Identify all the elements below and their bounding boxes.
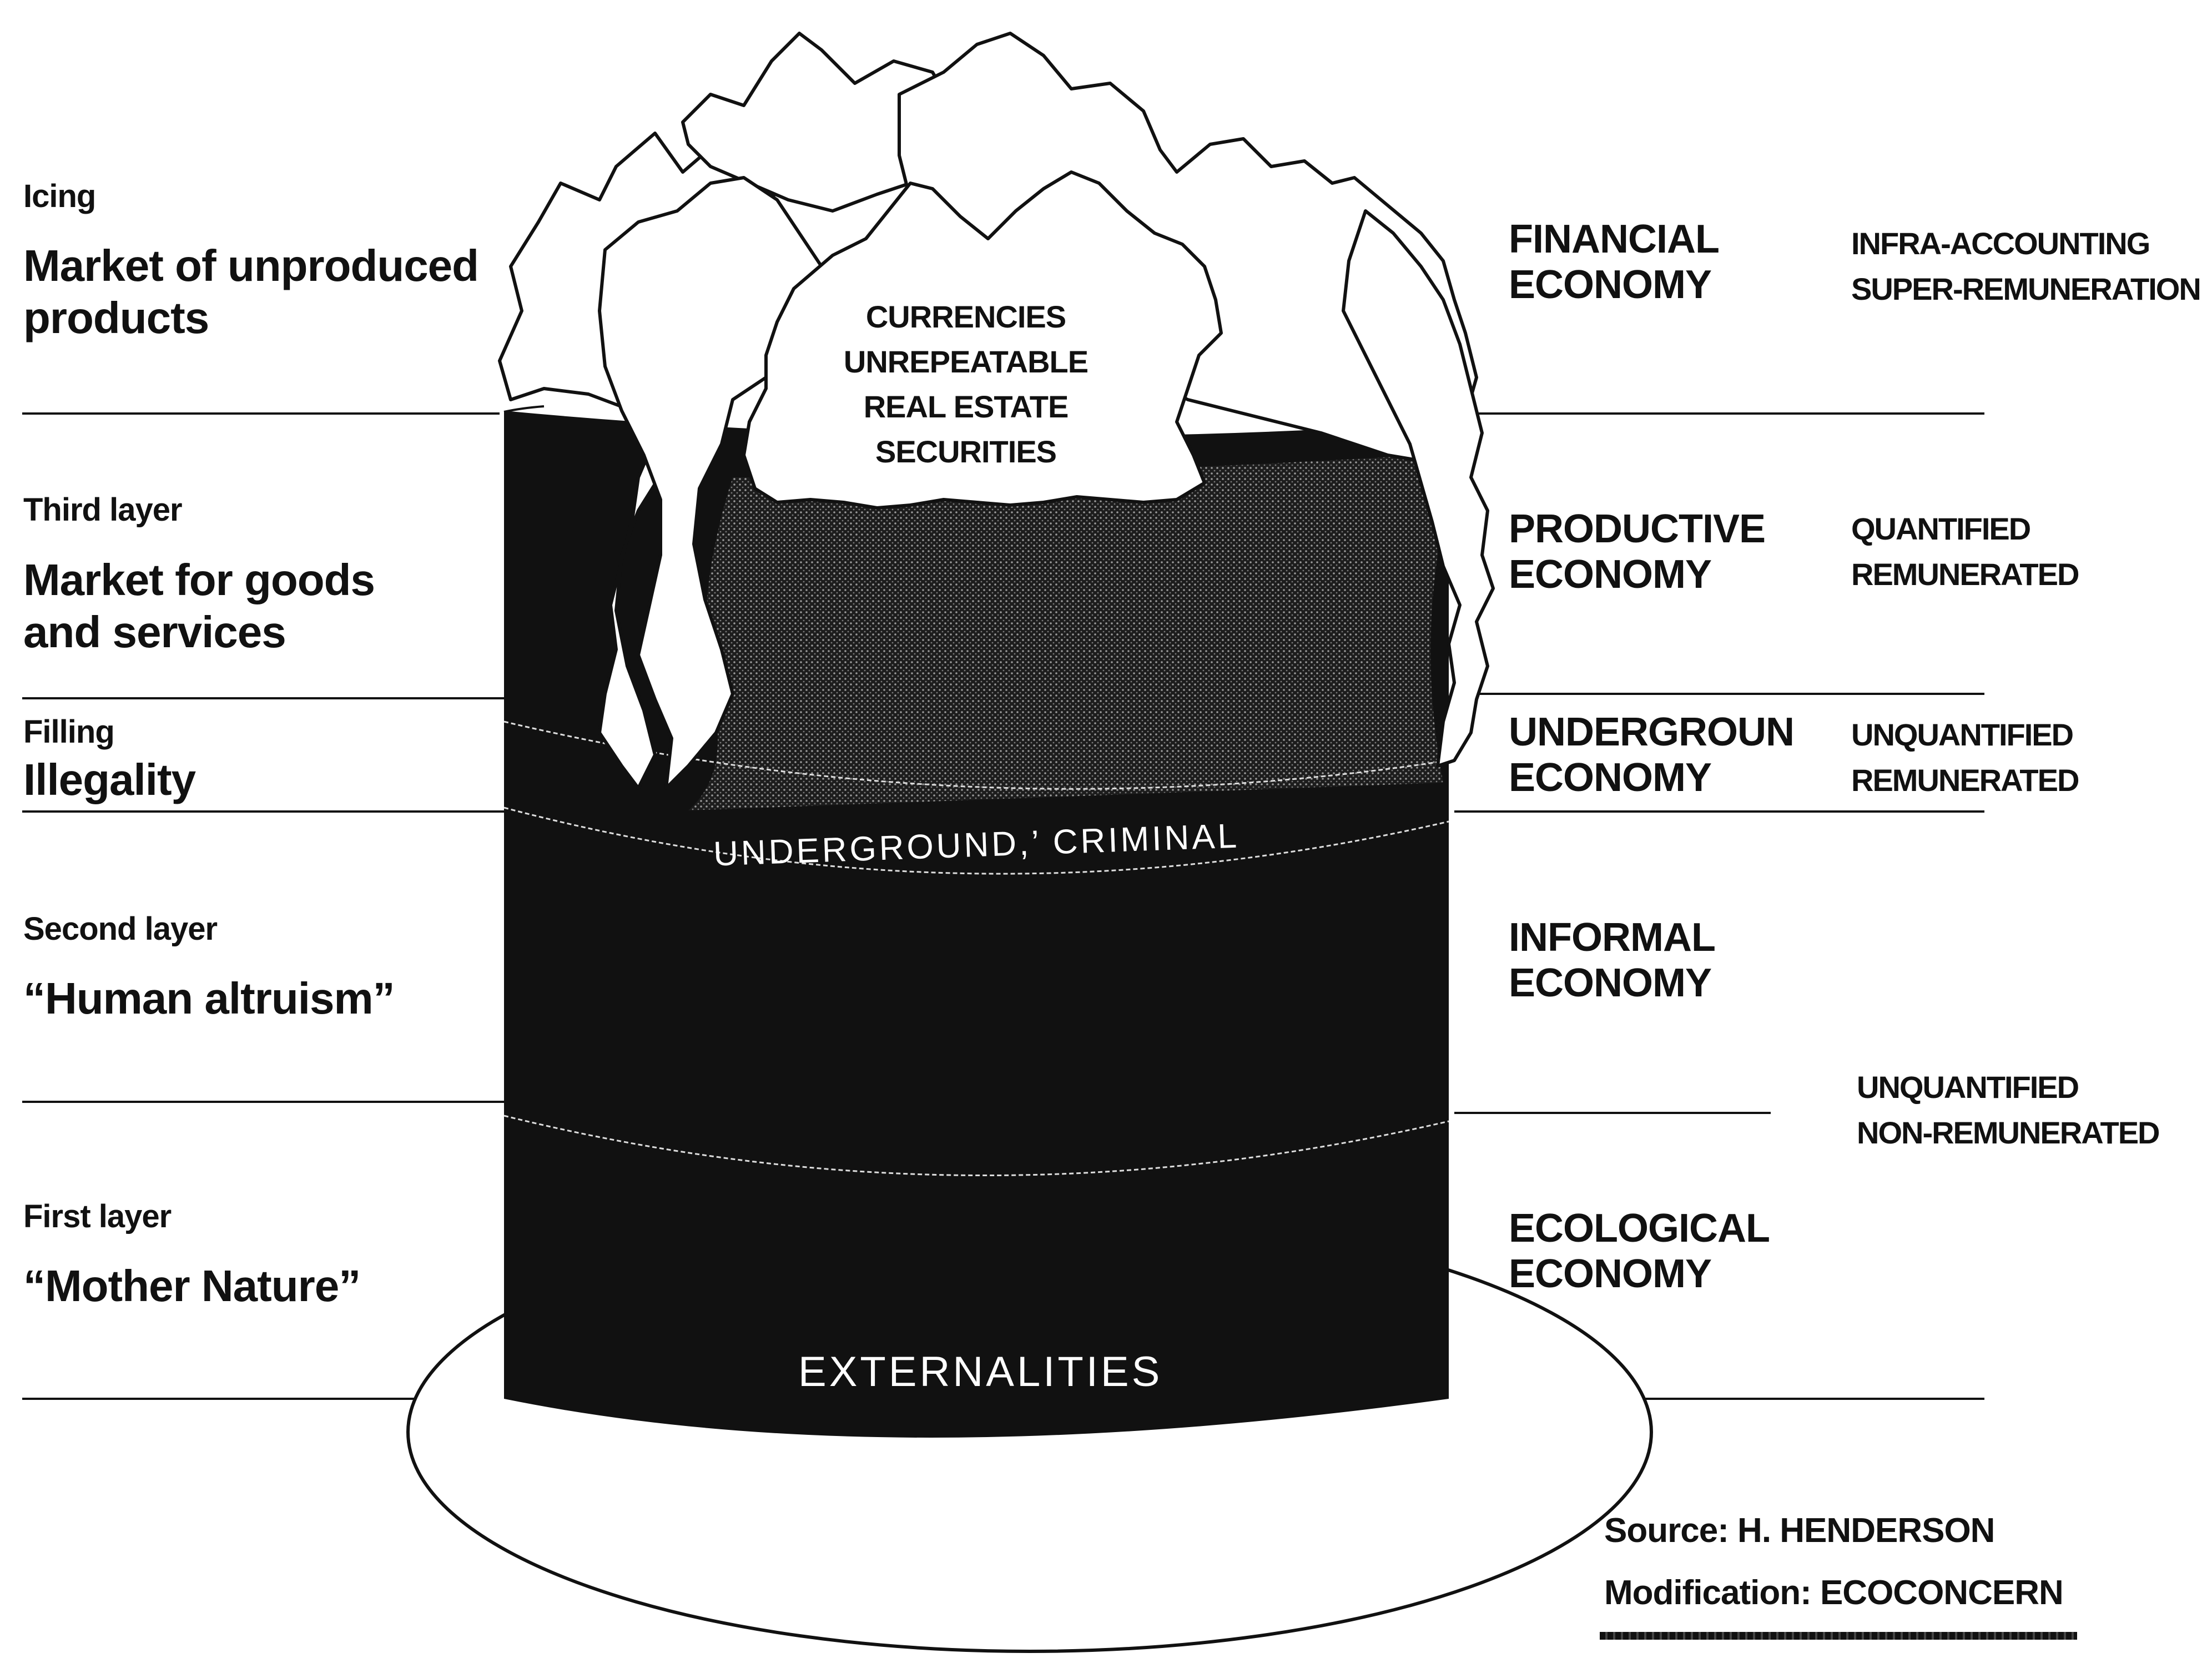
icing-description-line2: products (23, 293, 209, 342)
left-divider-lines (22, 412, 505, 1400)
filling-description: Illegality (23, 755, 196, 804)
source-underline (1600, 1632, 2077, 1640)
second-layer-line (503, 1115, 1449, 1177)
icing-clouds (498, 32, 1495, 790)
stipple-area (688, 455, 1443, 810)
productive-attributes: QUANTIFIED REMUNERATED (1851, 511, 2079, 592)
filling-bottom-line (503, 807, 1449, 875)
financial-attributes: INFRA-ACCOUNTING SUPER-REMUNERATION (1851, 226, 2201, 306)
externalities-label: EXTERNALITIES (798, 1348, 1163, 1395)
second-layer-description: “Human altruism” (23, 974, 395, 1023)
financial-economy-label: FINANCIAL ECONOMY (1509, 217, 1720, 307)
first-layer-title: First layer (23, 1198, 172, 1234)
first-layer-description: “Mother Nature” (23, 1261, 361, 1311)
modification-credit: Modification: ECOCONCERN (1604, 1574, 2064, 1612)
third-layer-description-line2: and services (23, 607, 286, 657)
underground-economy-label: UNDERGROUN ECONOMY (1509, 710, 1795, 800)
informal-economy-label: INFORMAL ECONOMY (1509, 915, 1716, 1005)
cake-top-rim (503, 405, 545, 413)
cloud-label: CURRENCIES UNREPEATABLE REAL ESTATE SECU… (822, 294, 1110, 474)
cloud-line-securities: SECURITIES (875, 434, 1057, 469)
nonremunerated-attributes: UNQUANTIFIED NON-REMUNERATED (1857, 1070, 2160, 1150)
productive-economy-label: PRODUCTIVE ECONOMY (1509, 507, 1766, 597)
source-credit: Source: H. HENDERSON (1604, 1511, 1995, 1550)
ecological-economy-label: ECOLOGICAL ECONOMY (1509, 1206, 1770, 1296)
icing-front-cloud (742, 170, 1223, 510)
icing-description-line1: Market of unproduced (23, 241, 479, 290)
underground-attributes: UNQUANTIFIED REMUNERATED (1851, 717, 2079, 798)
cloud-line-currencies: CURRENCIES (865, 299, 1066, 334)
cloud-line-unrepeatable: UNREPEATABLE (843, 344, 1089, 379)
filling-title: Filling (23, 714, 115, 750)
icing-title: Icing (23, 178, 96, 214)
cloud-line-real-estate: REAL ESTATE (863, 389, 1069, 424)
third-layer-title: Third layer (23, 492, 183, 528)
second-layer-title: Second layer (23, 911, 218, 947)
icing-middle-left-drip (598, 176, 823, 790)
third-layer-description-line1: Market for goods (23, 555, 375, 604)
icing-right-drip (1342, 209, 1495, 768)
